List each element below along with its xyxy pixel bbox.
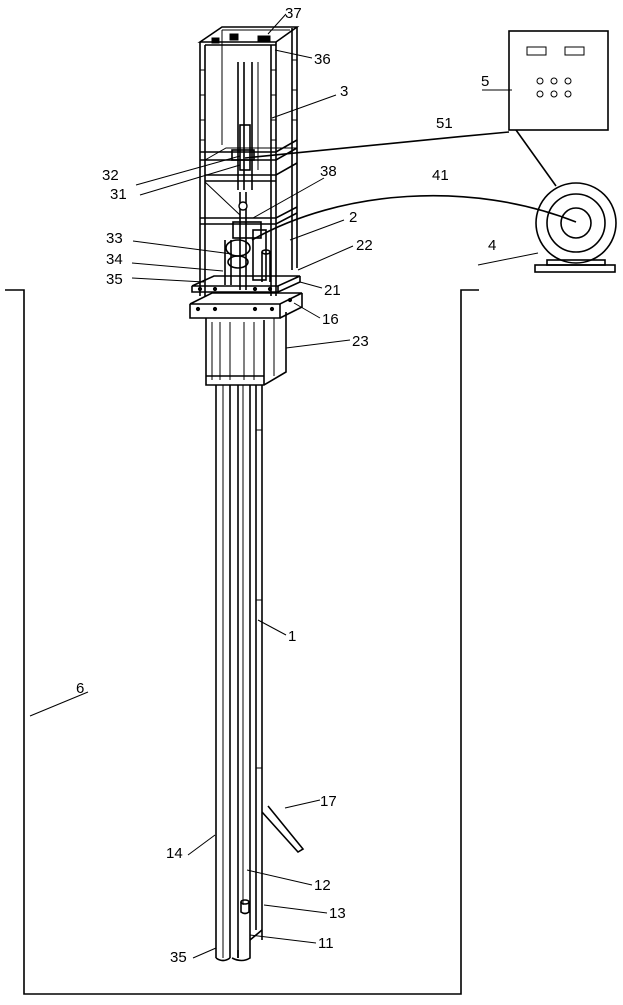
pipe-string	[215, 385, 305, 962]
label-35-top: 35	[106, 271, 123, 288]
sleeve-housing-23	[205, 312, 287, 386]
label-51: 51	[436, 115, 453, 132]
label-22: 22	[356, 237, 373, 254]
label-33: 33	[106, 230, 123, 247]
label-16: 16	[322, 311, 339, 328]
control-cabinet	[508, 30, 609, 131]
label-4: 4	[488, 237, 496, 254]
label-12: 12	[314, 877, 331, 894]
flange-16	[189, 292, 303, 319]
label-3: 3	[340, 83, 348, 100]
label-6: 6	[76, 680, 84, 697]
label-14: 14	[166, 845, 183, 862]
reference-labels: 37 36 3 5 51 32 31 38 41 2 22 33 34 35 2…	[76, 5, 496, 966]
label-11: 11	[318, 935, 334, 952]
base-plate	[191, 275, 301, 293]
label-32: 32	[102, 167, 119, 184]
label-13: 13	[329, 905, 346, 922]
blower-unit	[534, 182, 617, 273]
drive-assembly	[224, 192, 271, 290]
hose-41	[251, 194, 577, 241]
cable-51	[244, 131, 510, 159]
label-1: 1	[288, 628, 296, 645]
label-41: 41	[432, 167, 449, 184]
top-frame	[197, 26, 300, 296]
cabinet-blower-cable	[515, 129, 557, 187]
label-17: 17	[320, 793, 337, 810]
label-2: 2	[349, 209, 357, 226]
label-5: 5	[481, 73, 489, 90]
leader-lines	[29, 13, 539, 959]
label-23: 23	[352, 333, 369, 350]
label-34: 34	[106, 251, 123, 268]
label-21: 21	[324, 282, 341, 299]
label-31: 31	[110, 186, 127, 203]
label-36: 36	[314, 51, 331, 68]
label-38: 38	[320, 163, 337, 180]
label-35-bottom: 35	[170, 949, 187, 966]
label-37: 37	[285, 5, 302, 22]
well-pit-outline	[5, 289, 479, 995]
